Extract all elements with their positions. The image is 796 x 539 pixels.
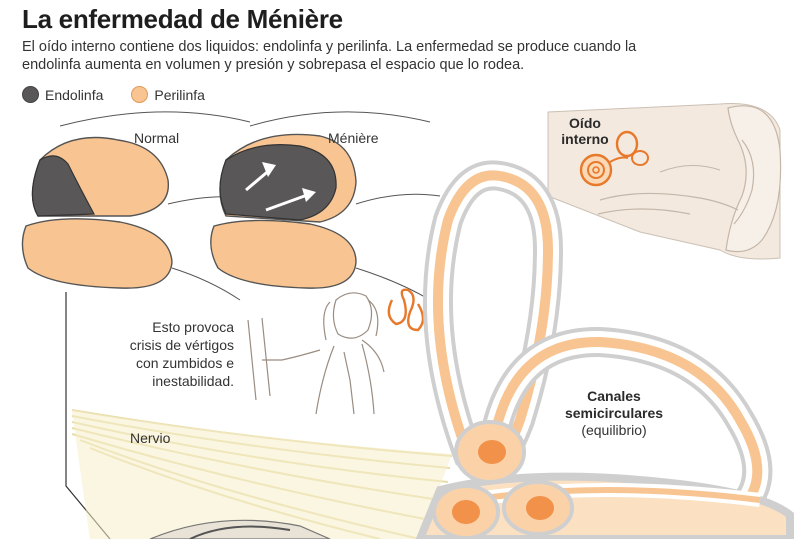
- label-symptoms-line2: crisis de vértigos: [129, 337, 234, 353]
- legend-label-perilymph: Perilinfa: [154, 86, 205, 103]
- label-meniere: Ménière: [328, 130, 379, 146]
- label-inner-ear: Oído interno: [550, 115, 620, 147]
- label-canals-line1: Canales: [587, 388, 641, 404]
- label-inner-ear-line1: Oído: [569, 115, 601, 131]
- meniere-chamber-diagram: [210, 111, 441, 301]
- ear-illustration: [547, 103, 782, 260]
- label-inner-ear-line2: interno: [561, 131, 609, 147]
- cochlea-mini: [579, 153, 613, 187]
- legend: Endolinfa Perilinfa: [22, 86, 233, 103]
- page-subtitle: El oído interno contiene dos liquidos: e…: [22, 39, 637, 73]
- label-normal: Normal: [134, 130, 180, 146]
- dizzy-person-sketch: [247, 292, 385, 415]
- legend-item-perilymph: Perilinfa: [131, 86, 205, 103]
- semicircular-canals: [415, 160, 794, 539]
- label-canals-line2: semicirculares: [564, 405, 664, 421]
- label-symptoms: Esto provoca crisis de vértigos con zumb…: [110, 318, 234, 390]
- page-title: La enfermedad de Ménière: [22, 4, 343, 34]
- pressure-arrow-2: [265, 192, 311, 212]
- label-nerve: Nervio: [130, 430, 171, 446]
- label-canals: Canales semicirculares (equilibrio): [552, 388, 676, 439]
- label-symptoms-line4: inestabilidad.: [152, 373, 234, 389]
- label-canals-line3: (equilibrio): [581, 422, 647, 438]
- label-symptoms-line3: con zumbidos e: [135, 355, 234, 371]
- legend-item-endolymph: Endolinfa: [22, 86, 103, 103]
- perilymph-swatch: [131, 86, 149, 103]
- cochlea-base: [149, 519, 331, 539]
- dizzy-swirl-icon: [387, 288, 425, 332]
- endolymph-swatch: [22, 86, 39, 103]
- legend-label-endolymph: Endolinfa: [45, 86, 104, 103]
- normal-chamber-diagram: [21, 111, 251, 301]
- label-symptoms-line1: Esto provoca: [152, 319, 234, 335]
